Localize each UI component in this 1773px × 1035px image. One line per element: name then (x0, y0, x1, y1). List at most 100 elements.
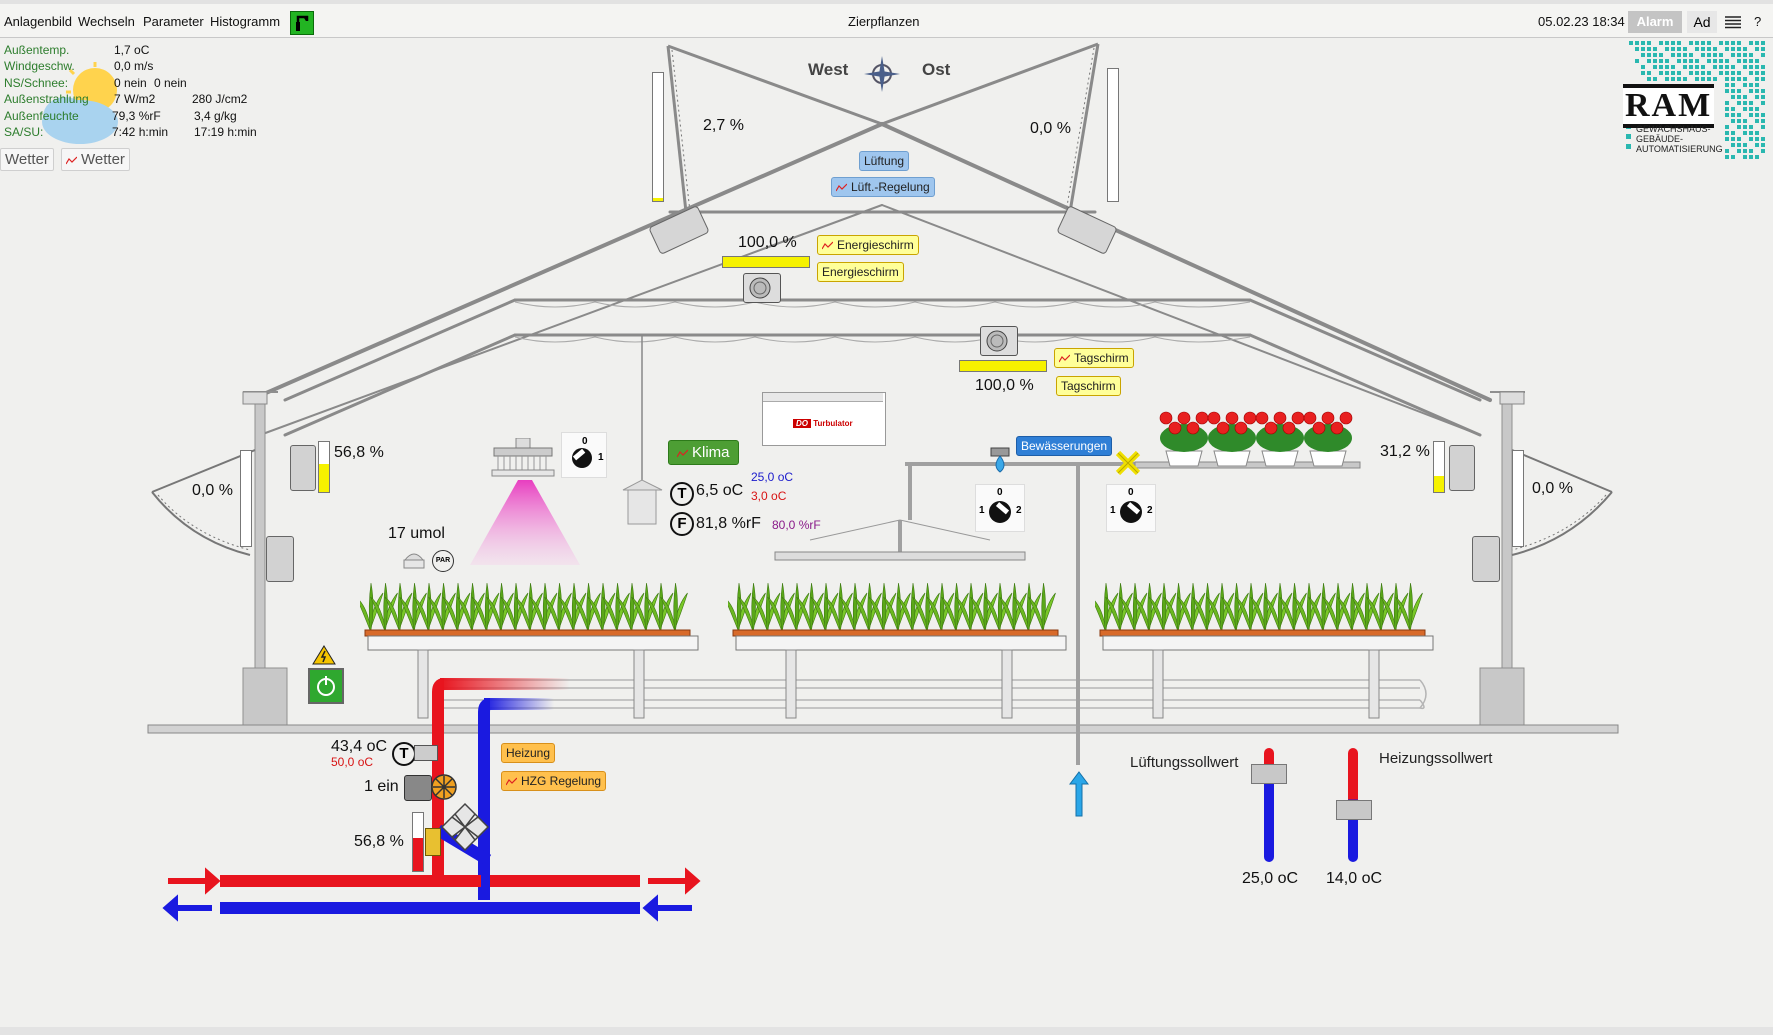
warning-icon (312, 645, 336, 670)
svg-text:2: 2 (1016, 505, 1022, 516)
weather-trend-label: Wetter (81, 151, 125, 168)
side-motor-left-lower (266, 536, 294, 582)
compass-icon (864, 56, 900, 97)
power-button[interactable] (308, 668, 344, 704)
weather-value: 3,4 g/kg (194, 109, 237, 123)
valve-closed-icon[interactable] (1115, 450, 1141, 481)
mixing-valve-icon[interactable] (440, 802, 490, 857)
air-temp-value: 6,5 oC (696, 482, 744, 499)
vent-setpoint-value: 25,0 oC (1242, 870, 1299, 887)
day-screen-control-button[interactable]: Tagschirm (1054, 348, 1134, 368)
weather-trend-button[interactable]: Wetter (61, 148, 130, 171)
vent-right-value: 0,0 % (1030, 120, 1071, 137)
plant-table-2 (723, 575, 1068, 730)
svg-text:1: 1 (1110, 505, 1116, 516)
vent-setpoint-slider-handle[interactable] (1251, 764, 1287, 784)
menu-parameter[interactable]: Parameter (143, 14, 204, 29)
weather-value: 7 W/m2 (114, 92, 156, 106)
logo-line: AUTOMATISIERUNG (1636, 144, 1723, 154)
weather-label: Außenstrahlung (4, 92, 89, 106)
vent-left-value: 2,7 % (703, 117, 744, 134)
menu-histogramm[interactable]: Histogramm (210, 14, 281, 29)
par-sensor-icon (403, 550, 425, 570)
turbulator-fan: DO Turbulator (762, 392, 886, 446)
weather-label: Windgeschw. (4, 59, 75, 73)
logo-subtitle: GEWÄCHSHAUS- GEBÄUDE- AUTOMATISIERUNG (1636, 124, 1723, 154)
pump-icon[interactable] (430, 773, 458, 806)
trend-icon (822, 241, 833, 250)
energy-screen-motor (743, 273, 781, 303)
climate-button[interactable]: Klima (668, 440, 739, 465)
par-label: PAR (432, 550, 454, 572)
weather-value: 0,0 m/s (114, 59, 154, 73)
weather-value: 0 nein (114, 76, 147, 90)
water-valve-icon[interactable] (988, 444, 1012, 481)
par-value: 17 umol (388, 525, 445, 542)
energy-screen-button[interactable]: Energieschirm (817, 262, 904, 282)
day-screen-bar (959, 360, 1047, 372)
help-button[interactable]: ? (1754, 14, 1762, 29)
irrigation-button[interactable]: Bewässerungen (1016, 436, 1113, 456)
humidity-setpoint: 80,0 %rF (772, 518, 821, 532)
side-screen-right-gauge (1433, 441, 1445, 493)
ventilation-button[interactable]: Lüftung (859, 151, 910, 171)
weather-button[interactable]: Wetter (0, 148, 54, 171)
turbulator-brand: DO Turbulator (793, 419, 853, 428)
compass-east: Ost (922, 60, 951, 79)
alarm-button[interactable]: Alarm (1628, 11, 1682, 33)
switch-0-label: 0 (582, 436, 588, 447)
side-vent-left-gauge (240, 450, 252, 547)
home-icon[interactable] (290, 11, 314, 35)
side-motor-right-lower (1472, 536, 1500, 582)
weather-label: NS/Schnee: (4, 76, 69, 90)
heating-button[interactable]: Heizung (501, 743, 556, 763)
svg-text:0: 0 (997, 487, 1003, 498)
heat-setpoint-slider-handle[interactable] (1336, 800, 1372, 820)
user-button[interactable]: Ad (1687, 11, 1717, 33)
side-screen-left-value: 56,8 % (334, 444, 384, 461)
heating-control-label: HZG Regelung (521, 774, 602, 788)
weather-value: 1,7 oC (114, 43, 150, 57)
weather-value: 17:19 h:min (194, 125, 257, 139)
humidity-sensor-icon: F (670, 512, 694, 536)
humidity-value: 81,8 %rF (696, 515, 761, 532)
hanging-baskets (1158, 396, 1368, 476)
energy-screen-control-button[interactable]: Energieschirm (817, 235, 919, 255)
day-screen-button[interactable]: Tagschirm (1056, 376, 1121, 396)
heat-setpoint-value: 14,0 oC (1326, 870, 1383, 887)
side-vent-left-value: 0,0 % (192, 482, 233, 499)
plant-table-3 (1090, 575, 1435, 730)
trend-icon (66, 156, 77, 164)
weather-icon (40, 62, 120, 157)
energy-screen-value: 100,0 % (738, 234, 797, 251)
side-vent-right-gauge (1512, 450, 1524, 547)
menu-anlagenbild[interactable]: Anlagenbild (4, 14, 72, 29)
weather-label: SA/SU: (4, 125, 44, 139)
menu-wechseln[interactable]: Wechseln (78, 14, 135, 29)
heating-control-button[interactable]: HZG Regelung (501, 771, 607, 791)
energy-screen-bar (722, 256, 810, 268)
trend-icon (677, 449, 688, 457)
valve-gauge (412, 812, 424, 872)
svg-text:1: 1 (979, 505, 985, 516)
temp-setpoint-low: 3,0 oC (751, 489, 787, 503)
valve-actuator (425, 828, 441, 856)
temp-sensor-icon: T (670, 482, 694, 506)
trend-icon (1059, 354, 1070, 363)
side-screen-right-value: 31,2 % (1380, 443, 1430, 460)
ventilation-control-button[interactable]: Lüft.-Regelung (831, 177, 935, 197)
irrigation-switch-1[interactable]: 0 1 2 (975, 484, 1025, 532)
weather-label: Außenfeuchte (4, 109, 79, 123)
trend-icon (506, 777, 517, 786)
flow-temp-setpoint: 50,0 oC (331, 755, 374, 769)
grow-lamp (490, 437, 556, 478)
pump-motor (404, 775, 432, 801)
compass-west: West (808, 60, 849, 79)
list-menu-icon[interactable] (1725, 15, 1741, 34)
weather-value: 280 J/cm2 (192, 92, 248, 106)
side-motor-left (290, 445, 316, 491)
logo-line: GEWÄCHSHAUS- (1636, 124, 1711, 134)
ram-logo: RAM GEWÄCHSHAUS- GEBÄUDE- AUTOMATISIERUN… (1620, 38, 1770, 163)
